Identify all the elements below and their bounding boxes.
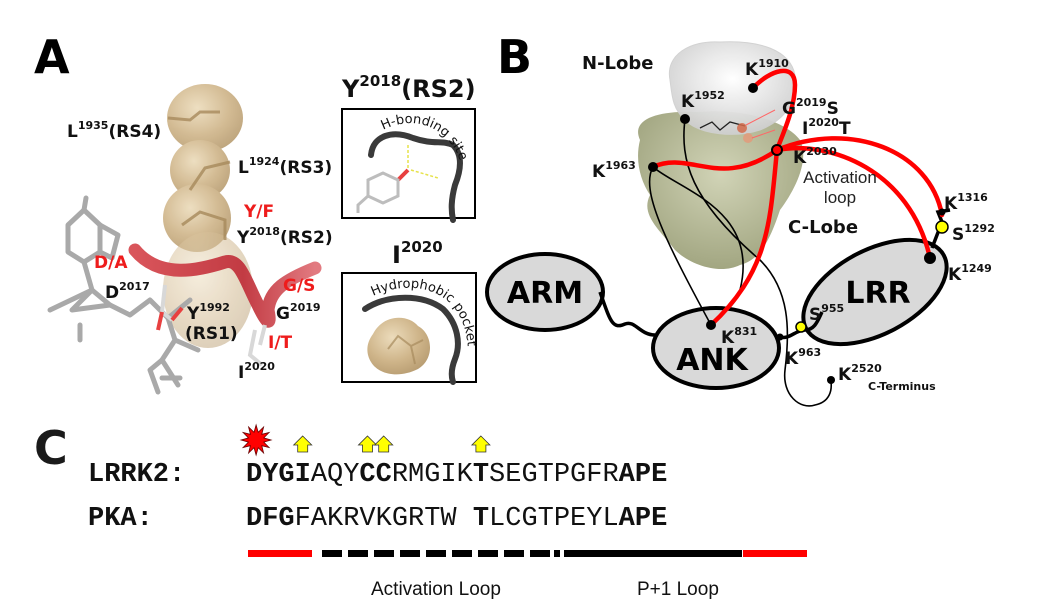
seq-segment: LCGTPEYL — [489, 504, 619, 534]
mutation-label-d-a: D/A — [94, 253, 128, 273]
residue-label-d2017: D2017 — [105, 280, 150, 303]
arrow-up-icon — [373, 435, 394, 453]
site-label-k2520: K2520 — [838, 362, 882, 385]
inset-top-title: Y2018(RS2) — [342, 72, 476, 103]
ape-motif-bar — [743, 550, 807, 557]
inset-h-bonding: H-bonding site — [341, 108, 476, 223]
ank-domain — [651, 306, 781, 390]
site-label-k1910: K1910 — [745, 57, 789, 80]
inset-bottom-title: I2020 — [392, 238, 443, 269]
c-lobe-label: C-Lobe — [788, 217, 859, 238]
site-dot-k831 — [706, 320, 716, 330]
seq-segment: T — [472, 504, 490, 534]
seq-label-pka: PKA: — [88, 504, 153, 534]
arrow-up-icon — [292, 435, 313, 453]
c-terminus-label: C-Terminus — [868, 380, 936, 393]
mutation-starburst-icon — [239, 423, 273, 457]
site-dot-k1249 — [924, 252, 936, 264]
site-label-k1963: K1963 — [592, 159, 636, 182]
seq-segment: T — [472, 460, 490, 490]
dfg-motif-bar — [248, 550, 312, 557]
seq-segment: FAKRVKGRTW — [294, 504, 473, 534]
panel-c-letter: C — [34, 421, 68, 475]
region-bar — [248, 550, 807, 557]
site-label-k1952: K1952 — [681, 89, 725, 112]
p1-loop-caption: P+1 Loop — [637, 579, 719, 600]
residue-label-rs1: (RS1) — [185, 324, 238, 344]
n-lobe-label: N-Lobe — [582, 53, 654, 74]
site-label-k1249: K1249 — [948, 262, 992, 285]
site-label-k2030: K2030 — [793, 145, 837, 168]
dyg-ribbon — [128, 243, 322, 328]
site-label-i2020t: I2020T — [802, 116, 851, 139]
c-lobe-surface — [638, 111, 804, 270]
site-label-s955: S955 — [809, 302, 845, 325]
domain-label-arm: ARM — [507, 276, 583, 311]
site-label-g2019s: G2019S — [782, 96, 839, 119]
panel-b-diagram: ARM ANK LRR — [485, 41, 951, 407]
site-dot-s1292 — [935, 220, 949, 234]
seq-segment: APE — [618, 504, 668, 534]
residue-label-l1935: L1935(RS4) — [67, 119, 162, 142]
seq-segment: SEGTPGFR — [489, 460, 619, 490]
domain-label-ank: ANK — [676, 343, 749, 378]
mutation-label-g-s: G/S — [283, 276, 316, 296]
site-dot-k1963 — [648, 162, 658, 172]
residue-label-l1924: L1924(RS3) — [238, 155, 333, 178]
site-dot-k2520 — [827, 376, 835, 384]
seq-label-lrrk2: LRRK2: — [88, 460, 186, 490]
site-label-k963: K963 — [785, 346, 822, 369]
residue-label-y2018: Y2018(RS2) — [237, 225, 333, 248]
activation-loop-caption: Activation Loop — [371, 579, 501, 600]
arm-domain — [485, 252, 605, 332]
arm-ank-linker — [598, 291, 656, 337]
sequence-markers — [239, 423, 491, 457]
site-dot-k963 — [776, 333, 784, 341]
panel-a-letter: A — [34, 30, 70, 84]
domain-label-lrr: LRR — [845, 276, 910, 311]
seq-row-lrrk2: DYGIAQYCCRMGIKTSEGTPGFRAPE — [246, 462, 667, 489]
seq-segment: CC — [359, 460, 392, 490]
residue-label-g2019: G2019 — [276, 301, 321, 324]
site-label-k1316: K1316 — [944, 191, 988, 214]
seq-segment: DFG — [246, 504, 295, 534]
residue-label-y1992: Y1992 — [187, 301, 230, 324]
residue-label-i2020: I2020 — [238, 360, 275, 383]
seq-row-pka: DFGFAKRVKGRTW TLCGTPEYLAPE — [246, 506, 667, 533]
arrow-up-icon — [357, 435, 378, 453]
seq-segment: AQY — [310, 460, 360, 490]
panel-a-structure — [47, 84, 322, 395]
site-label-s1292: S1292 — [952, 222, 995, 245]
mutation-label-i-t: I/T — [268, 333, 293, 353]
mutation-label-y-f: Y/F — [244, 202, 275, 222]
seq-segment: RMGIK — [391, 460, 473, 490]
activation-loop-label: Activation loop — [803, 168, 877, 207]
inset-hydrophobic-pocket: Hydrophobic pocket — [341, 272, 479, 385]
seq-segment: APE — [618, 460, 668, 490]
seq-segment: DYGI — [246, 460, 311, 490]
arrow-up-icon — [470, 435, 491, 453]
activation-loop-dashes — [322, 550, 560, 557]
h-bonding-caption-svg: H-bonding site — [379, 112, 471, 162]
site-label-k831: K831 — [721, 325, 758, 348]
inhibitor-ligand — [47, 195, 201, 395]
panel-b-letter: B — [497, 30, 533, 84]
site-dot-s955 — [795, 321, 807, 333]
site-dot-k1952 — [680, 114, 690, 124]
site-dot-k1316 — [938, 208, 946, 216]
p1-loop-bar — [564, 550, 742, 557]
site-dot-k2030 — [771, 144, 783, 156]
site-dot-k1910 — [748, 83, 758, 93]
